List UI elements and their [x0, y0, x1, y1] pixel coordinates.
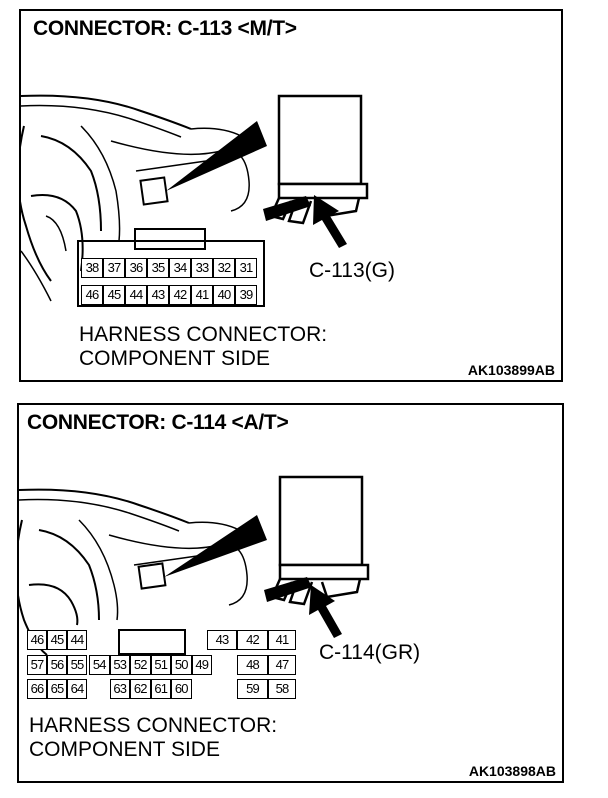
panel-title: CONNECTOR: C-114 <A/T>	[27, 411, 289, 434]
pin-41: 41	[268, 630, 296, 650]
pin-41: 41	[191, 285, 213, 305]
pin-48: 48	[237, 655, 268, 675]
pin-43: 43	[207, 630, 237, 650]
pin-38: 38	[81, 258, 103, 278]
dashboard-illustration	[21, 94, 369, 307]
pin-32: 32	[213, 258, 235, 278]
pin-49: 49	[191, 655, 212, 675]
pin-59: 59	[237, 679, 268, 699]
pin-31: 31	[235, 258, 257, 278]
pin-64: 64	[67, 679, 87, 699]
harness-caption-line1: HARNESS CONNECTOR:	[29, 714, 278, 737]
figure-code: AK103899AB	[467, 362, 555, 378]
pin-65: 65	[47, 679, 67, 699]
pin-42: 42	[169, 285, 191, 305]
pin-44: 44	[125, 285, 147, 305]
panel-title: CONNECTOR: C-113 <M/T>	[33, 17, 297, 40]
pin-56: 56	[47, 655, 67, 675]
pin-35: 35	[147, 258, 169, 278]
pin-57: 57	[27, 655, 47, 675]
pin-54: 54	[89, 655, 110, 675]
pin-43: 43	[147, 285, 169, 305]
pin-47: 47	[268, 655, 296, 675]
pin-50: 50	[171, 655, 192, 675]
pin-42: 42	[237, 630, 268, 650]
pin-58: 58	[268, 679, 296, 699]
harness-caption-line1: HARNESS CONNECTOR:	[79, 323, 328, 346]
pin-52: 52	[130, 655, 151, 675]
pin-37: 37	[103, 258, 125, 278]
harness-caption-line2: COMPONENT SIDE	[29, 738, 220, 761]
pin-66: 66	[27, 679, 47, 699]
harness-caption: HARNESS CONNECTOR: COMPONENT SIDE	[29, 714, 277, 762]
dashboard-illustration	[19, 475, 370, 656]
pin-36: 36	[125, 258, 147, 278]
connector-label: C-113(G)	[309, 259, 395, 282]
pin-46: 46	[81, 285, 103, 305]
pin-45: 45	[47, 630, 67, 650]
pin-63: 63	[109, 679, 130, 699]
pin-51: 51	[150, 655, 171, 675]
pin-62: 62	[130, 679, 151, 699]
pin-46: 46	[27, 630, 47, 650]
pin-60: 60	[171, 679, 192, 699]
pin-61: 61	[150, 679, 171, 699]
pin-39: 39	[235, 285, 257, 305]
figure-code: AK103898AB	[468, 763, 556, 779]
pin-44: 44	[67, 630, 87, 650]
harness-caption-line2: COMPONENT SIDE	[79, 347, 270, 370]
pin-45: 45	[103, 285, 125, 305]
harness-caption: HARNESS CONNECTOR: COMPONENT SIDE	[79, 323, 327, 371]
pin-33: 33	[191, 258, 213, 278]
connector-label: C-114(GR)	[319, 641, 421, 664]
pin-53: 53	[109, 655, 130, 675]
pin-55: 55	[67, 655, 87, 675]
pin-34: 34	[169, 258, 191, 278]
pin-40: 40	[213, 285, 235, 305]
